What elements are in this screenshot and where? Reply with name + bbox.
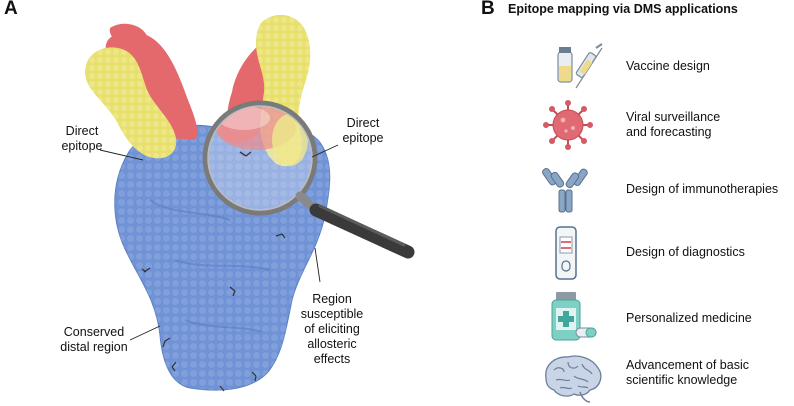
application-label: Viral surveillance and forecasting bbox=[626, 110, 720, 140]
application-immunotherapies: Design of immunotherapies bbox=[538, 162, 794, 218]
antibody-icon bbox=[542, 168, 588, 213]
application-diagnostics: Design of diagnostics bbox=[538, 225, 794, 281]
label-line: Region bbox=[312, 292, 352, 306]
application-label: Design of immunotherapies bbox=[626, 182, 778, 197]
label-line: distal region bbox=[60, 340, 128, 354]
label-line: and forecasting bbox=[626, 125, 712, 139]
application-label: Personalized medicine bbox=[626, 311, 752, 326]
vaccine-syringe-icon bbox=[557, 43, 603, 89]
label-line: Personalized medicine bbox=[626, 311, 752, 325]
label-direct-epitope-right: Direct epitope bbox=[333, 116, 393, 146]
label-line: epitope bbox=[61, 139, 103, 153]
label-line: of eliciting bbox=[304, 322, 360, 336]
application-label: Advancement of basic scientific knowledg… bbox=[626, 358, 749, 388]
application-label: Vaccine design bbox=[626, 59, 710, 74]
application-basic-science: Advancement of basic scientific knowledg… bbox=[538, 350, 794, 406]
left-antibody bbox=[85, 23, 198, 159]
application-vaccine-design: Vaccine design bbox=[538, 38, 794, 94]
virus-icon bbox=[543, 100, 593, 150]
label-conserved-distal-region: Conserved distal region bbox=[52, 325, 136, 355]
label-line: Conserved bbox=[63, 325, 125, 339]
label-line: Vaccine design bbox=[626, 59, 710, 73]
application-label: Design of diagnostics bbox=[626, 245, 745, 260]
panel-a-letter: A bbox=[4, 0, 18, 19]
label-line: Direct bbox=[65, 124, 99, 138]
label-line: epitope bbox=[342, 131, 384, 145]
label-direct-epitope-left: Direct epitope bbox=[52, 124, 112, 154]
medicine-bottle-icon bbox=[551, 292, 597, 341]
diagnostic-test-icon bbox=[555, 226, 577, 280]
label-line: effects bbox=[313, 352, 351, 366]
label-line: Advancement of basic bbox=[626, 358, 749, 372]
application-viral-surveillance: Viral surveillance and forecasting bbox=[538, 97, 794, 153]
panel-b-letter: B bbox=[481, 0, 495, 19]
label-line: Viral surveillance bbox=[626, 110, 721, 124]
label-line: Design of immunotherapies bbox=[626, 182, 779, 196]
leader-lines bbox=[99, 144, 339, 341]
label-line: allosteric bbox=[307, 337, 357, 351]
label-line: scientific knowledge bbox=[626, 373, 738, 387]
label-line: Direct bbox=[346, 116, 380, 130]
label-allosteric-region: Region susceptible of eliciting alloster… bbox=[290, 292, 374, 367]
label-line: Design of diagnostics bbox=[626, 245, 745, 259]
label-line: susceptible bbox=[300, 307, 364, 321]
spike-body bbox=[114, 119, 331, 392]
magnifying-glass bbox=[202, 100, 415, 259]
brain-icon bbox=[545, 355, 602, 403]
panel-b-title: Epitope mapping via DMS applications bbox=[508, 2, 738, 16]
application-personalized-medicine: Personalized medicine bbox=[538, 290, 794, 346]
